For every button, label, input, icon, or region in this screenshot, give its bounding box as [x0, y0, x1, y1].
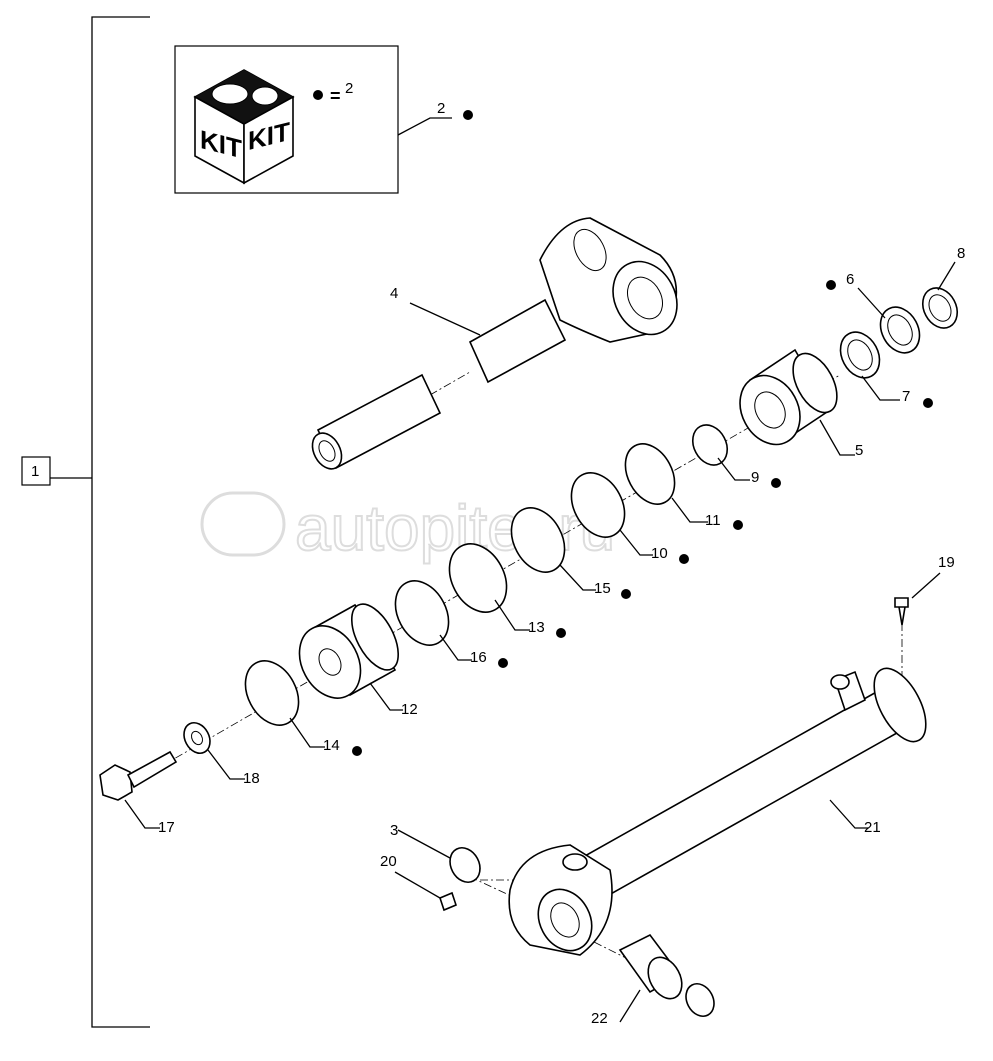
bushing [618, 933, 683, 1000]
kit-dot-icon [463, 110, 473, 120]
kit-dot-icon [621, 589, 631, 599]
legend-value: 2 [345, 80, 353, 97]
kit-dot-icon [771, 478, 781, 488]
assembly-label: 1 [31, 463, 39, 480]
callout-3: 3 [390, 822, 398, 839]
seals [183, 287, 959, 755]
kit-dot-icon [313, 90, 323, 100]
assembly-bracket: 1 [21, 16, 150, 1028]
bolt [99, 750, 178, 801]
kit-dot-icon [556, 628, 566, 638]
callout-6: 6 [846, 271, 854, 288]
kit-dot-icon [923, 398, 933, 408]
callout-12: 12 [401, 701, 418, 718]
callout-9: 9 [751, 469, 759, 486]
kit-box: KIT KIT = 2 [174, 45, 452, 194]
piston [298, 603, 399, 699]
leader-lines [124, 261, 956, 1023]
callout-2: 2 [437, 100, 445, 117]
grease-fitting [894, 597, 909, 626]
callout-15: 15 [594, 580, 611, 597]
callout-19: 19 [938, 554, 955, 571]
kit-dot-icon [733, 520, 743, 530]
callout-21: 21 [864, 819, 881, 836]
snap-ring [449, 847, 481, 883]
callout-13: 13 [528, 619, 545, 636]
callout-labels: 2 3 4 5 6 7 8 9 10 11 12 13 14 15 16 17 … [158, 100, 965, 1027]
callout-14: 14 [323, 737, 340, 754]
kit-dot-icon [826, 280, 836, 290]
callout-22: 22 [591, 1010, 608, 1027]
callout-10: 10 [651, 545, 668, 562]
callout-18: 18 [243, 770, 260, 787]
callout-20: 20 [380, 853, 397, 870]
callout-5: 5 [855, 442, 863, 459]
kit-dot-icon [679, 554, 689, 564]
callout-4: 4 [390, 285, 398, 302]
kit-dot-icon [498, 658, 508, 668]
retaining-ring [685, 982, 715, 1018]
callout-7: 7 [902, 388, 910, 405]
callout-16: 16 [470, 649, 487, 666]
legend-equals: = [330, 86, 341, 106]
piston-rod [311, 217, 678, 470]
callout-8: 8 [957, 245, 965, 262]
cylinder-barrel [508, 667, 927, 956]
plug [439, 891, 457, 912]
callout-17: 17 [158, 819, 175, 836]
kit-dot-icon [352, 746, 362, 756]
callout-11: 11 [705, 512, 721, 529]
gland [739, 348, 838, 446]
